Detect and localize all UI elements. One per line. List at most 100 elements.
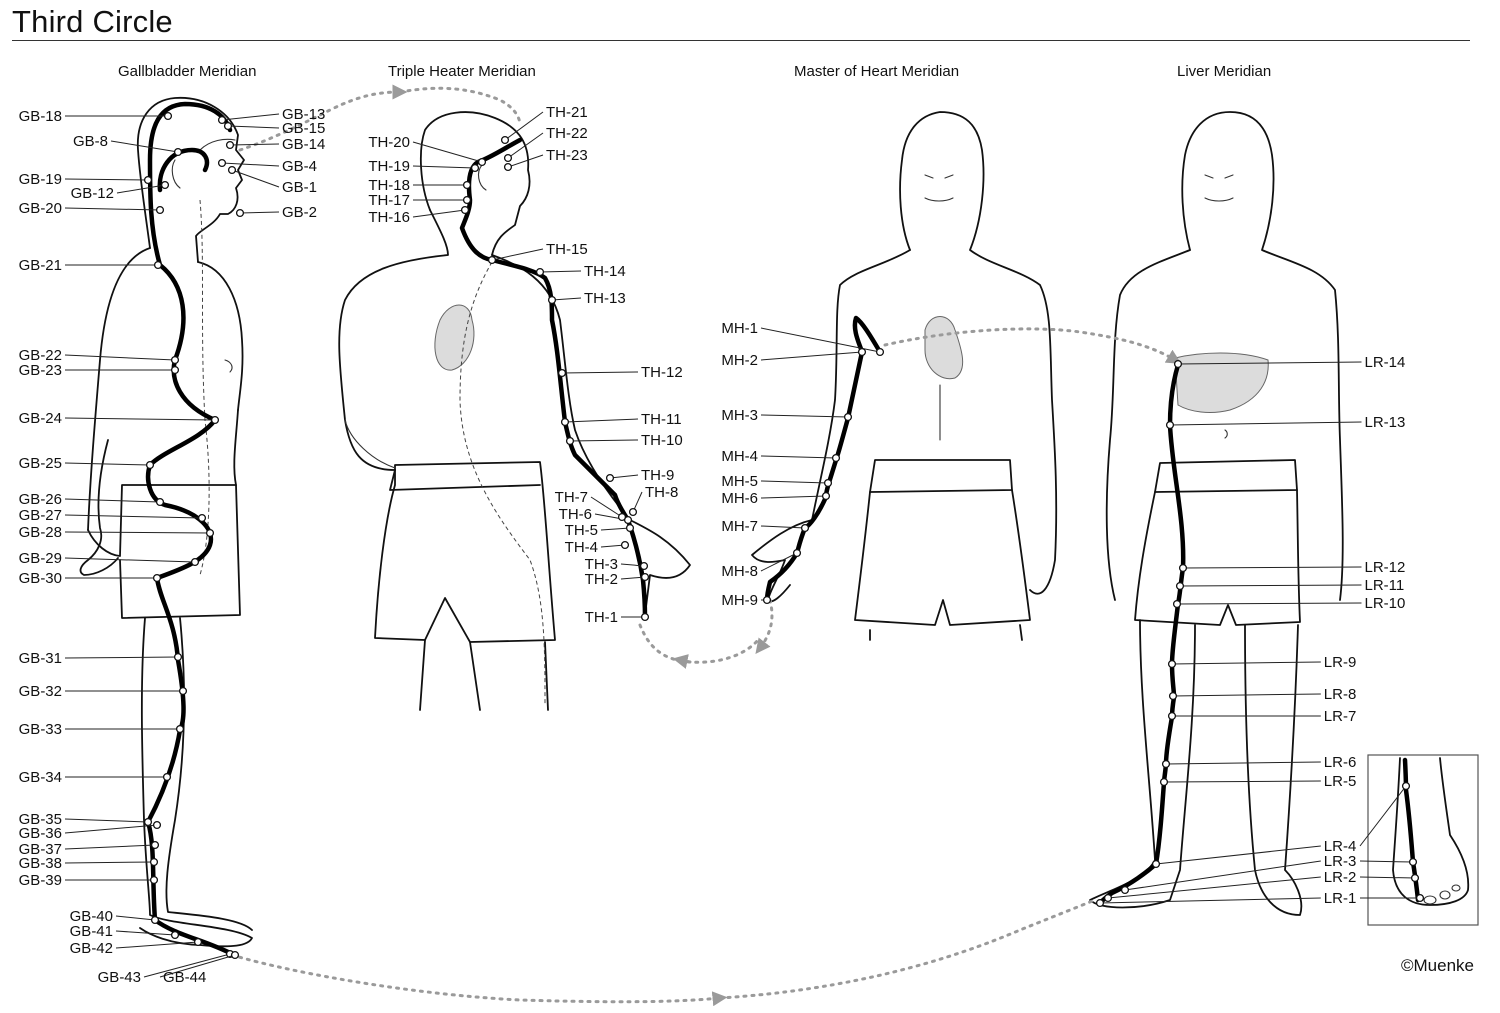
point-label-gb-19: GB-19 bbox=[19, 171, 62, 188]
leader-line-lr-11 bbox=[1179, 584, 1362, 587]
point-label-th-14: TH-14 bbox=[584, 263, 626, 280]
acupoint-lr-5 bbox=[1159, 777, 1169, 787]
leader-line-gb-29 bbox=[64, 557, 196, 563]
point-label-gb-4: GB-4 bbox=[282, 158, 317, 175]
acupoint-th-10 bbox=[565, 436, 575, 446]
acupoint-th-14 bbox=[535, 267, 545, 277]
point-label-lr-5: LR-5 bbox=[1324, 773, 1357, 790]
point-label-th-5: TH-5 bbox=[565, 522, 598, 539]
acupoint-gb-36 bbox=[152, 820, 162, 830]
figure-front-view-mh bbox=[751, 111, 1058, 641]
point-label-th-8: TH-8 bbox=[645, 484, 678, 501]
acupoint-lr-13 bbox=[1165, 420, 1175, 430]
point-label-gb-26: GB-26 bbox=[19, 491, 62, 508]
leader-line-lr-4 bbox=[1155, 845, 1321, 865]
point-label-gb-41: GB-41 bbox=[70, 923, 113, 940]
point-label-lr-3: LR-3 bbox=[1324, 853, 1357, 870]
leader-line-gb-36 bbox=[64, 824, 158, 834]
header-liver-meridian: Liver Meridian bbox=[1177, 63, 1272, 80]
acupoint-lr-7 bbox=[1167, 711, 1177, 721]
acupoint-th-18 bbox=[462, 180, 472, 190]
point-label-mh-6: MH-6 bbox=[721, 490, 758, 507]
point-label-gb-36: GB-36 bbox=[19, 825, 62, 842]
acupoint-gb-13 bbox=[217, 115, 227, 125]
point-label-lr-8: LR-8 bbox=[1324, 686, 1357, 703]
point-label-th-23: TH-23 bbox=[546, 147, 588, 164]
point-label-th-20: TH-20 bbox=[368, 134, 410, 151]
point-label-mh-9: MH-9 bbox=[721, 592, 758, 609]
acupoint-th-23 bbox=[503, 162, 513, 172]
acupoint-th-16 bbox=[460, 205, 470, 215]
leader-line-gb-25 bbox=[64, 462, 151, 466]
acupoint-mh-6 bbox=[821, 491, 831, 501]
acupoint-gb-22 bbox=[170, 355, 180, 365]
acupoint-gb-23 bbox=[170, 365, 180, 375]
point-label-th-21: TH-21 bbox=[546, 104, 588, 121]
leader-line-gb-26 bbox=[64, 498, 161, 503]
point-label-lr-7: LR-7 bbox=[1324, 708, 1357, 725]
point-label-th-11: TH-11 bbox=[641, 411, 682, 428]
leader-line-th-16 bbox=[412, 209, 466, 218]
title-divider bbox=[12, 40, 1470, 41]
leader-line-th-7 bbox=[590, 496, 623, 518]
point-label-gb-30: GB-30 bbox=[19, 570, 62, 587]
acupoint-gb-28 bbox=[205, 528, 215, 538]
leader-line-gb-43 bbox=[143, 953, 231, 978]
leader-line-lr-5 bbox=[1163, 780, 1321, 783]
leader-line-mh-8 bbox=[760, 552, 798, 572]
point-label-gb-31: GB-31 bbox=[19, 650, 62, 667]
acupoint-gb-4 bbox=[217, 158, 227, 168]
point-label-th-22: TH-22 bbox=[546, 125, 588, 142]
leader-line-th-5 bbox=[600, 527, 631, 531]
point-label-gb-24: GB-24 bbox=[19, 410, 62, 427]
acupoint-mh-4 bbox=[831, 453, 841, 463]
leader-line-th-21 bbox=[504, 111, 544, 141]
acupoint-th-9 bbox=[605, 473, 615, 483]
point-label-th-17: TH-17 bbox=[368, 192, 410, 209]
point-label-th-19: TH-19 bbox=[368, 158, 410, 175]
point-label-th-1: TH-1 bbox=[585, 609, 618, 626]
point-label-gb-13: GB-13 bbox=[282, 106, 325, 123]
point-label-gb-35: GB-35 bbox=[19, 811, 62, 828]
copyright-notice: ©Muenke bbox=[1400, 956, 1474, 975]
acupoint-th-3 bbox=[639, 561, 649, 571]
leader-line-gb-8 bbox=[110, 140, 179, 153]
leader-line-mh-4 bbox=[760, 455, 837, 459]
acupoint-th-13 bbox=[547, 295, 557, 305]
acupoint-th-17 bbox=[462, 195, 472, 205]
leader-line-lr-10 bbox=[1176, 602, 1362, 605]
point-label-lr-6: LR-6 bbox=[1324, 754, 1357, 771]
acupoint-th-19 bbox=[470, 163, 480, 173]
leader-line-gb-42 bbox=[115, 941, 199, 949]
point-label-gb-34: GB-34 bbox=[19, 769, 62, 786]
leader-line-th-14 bbox=[539, 270, 582, 273]
leader-line-th-23 bbox=[507, 154, 544, 168]
acupoint-gb-21 bbox=[153, 260, 163, 270]
point-label-gb-29: GB-29 bbox=[19, 550, 62, 567]
acupoint-gb-37 bbox=[150, 840, 160, 850]
acupoint-lr-4 bbox=[1151, 859, 1161, 869]
point-label-mh-8: MH-8 bbox=[721, 563, 758, 580]
point-label-th-7: TH-7 bbox=[555, 489, 588, 506]
acupoint-th-2 bbox=[640, 572, 650, 582]
point-label-lr-11: LR-11 bbox=[1365, 577, 1405, 594]
acupoint-gb-8 bbox=[173, 147, 183, 157]
acupoint-mh-1 bbox=[875, 347, 885, 357]
acupoint-gb-25 bbox=[145, 460, 155, 470]
leader-line-mh-6 bbox=[760, 495, 827, 499]
leader-line-gb-44 bbox=[159, 954, 236, 978]
acupoint-gb-31 bbox=[173, 652, 183, 662]
acupoint-gb-29 bbox=[190, 557, 200, 567]
acupoint-th-20 bbox=[477, 157, 487, 167]
point-label-gb-23: GB-23 bbox=[19, 362, 62, 379]
acupoint-gb-39 bbox=[149, 875, 159, 885]
point-label-gb-42: GB-42 bbox=[70, 940, 113, 957]
acupoint-gb-26 bbox=[155, 497, 165, 507]
acupoint-gb-2 bbox=[235, 208, 245, 218]
leader-line-gb-37 bbox=[64, 844, 156, 850]
acupoint-inset-lr-3 bbox=[1408, 857, 1418, 867]
acupoint-lr-8 bbox=[1168, 691, 1178, 701]
point-label-th-9: TH-9 bbox=[641, 467, 674, 484]
acupoint-gb-24 bbox=[210, 415, 220, 425]
